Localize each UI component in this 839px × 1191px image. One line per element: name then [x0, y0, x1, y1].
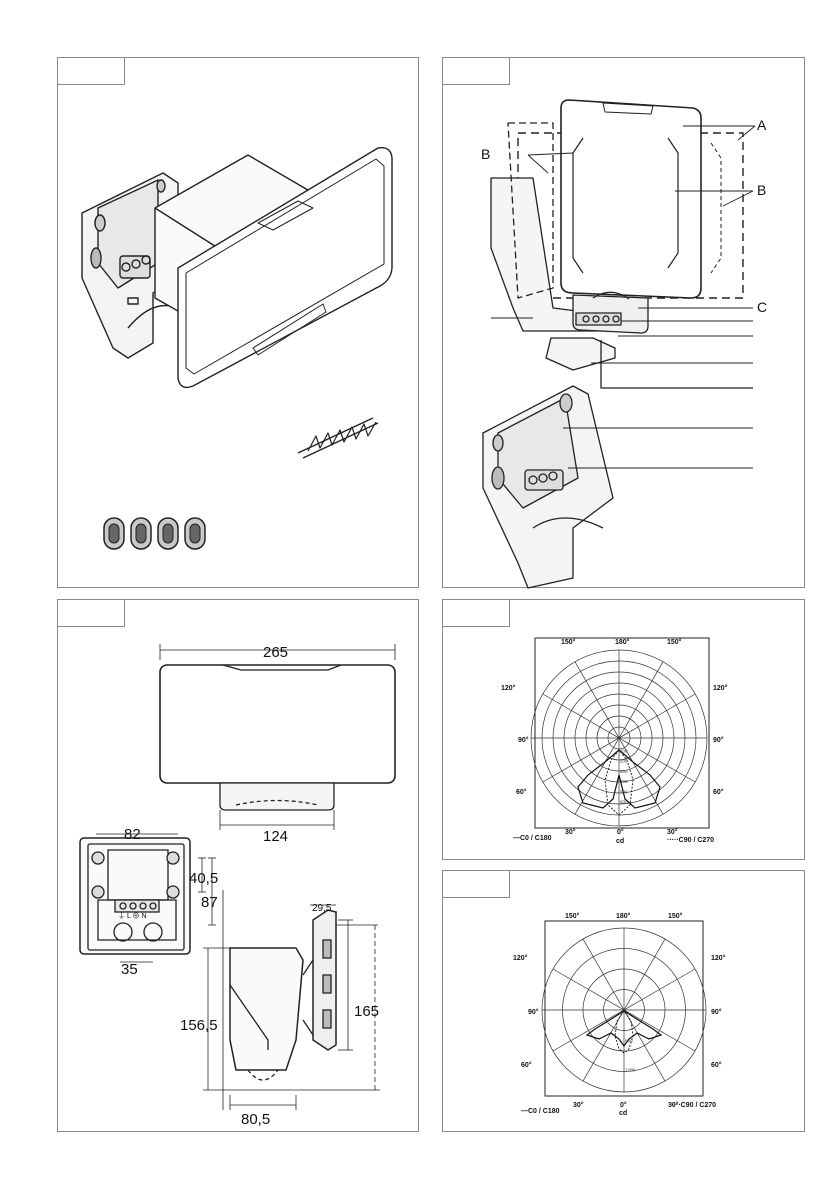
angle-0: 0° [620, 1101, 627, 1109]
dim-height-40: 40,5 [189, 870, 218, 887]
panel-polar-diagram-1: 150° 180° 150° 120° 120° 90° 90° 60° 60°… [442, 599, 805, 860]
angle-150-left: 150° [561, 638, 576, 646]
panel-product-overview [57, 57, 419, 588]
angle-60-right: 60° [711, 1061, 722, 1069]
angle-90-left: 90° [518, 736, 529, 744]
label-a: A [757, 117, 767, 133]
side-view-body [230, 948, 303, 1070]
legend-c0-c180: —C0 / C180 [513, 835, 552, 842]
angle-120-right: 120° [713, 684, 728, 692]
angle-0: 0° [617, 828, 624, 836]
label-b-left: B [481, 146, 490, 162]
dim-width-29: 29,5 [312, 903, 332, 914]
angle-60-left: 60° [521, 1061, 532, 1069]
polar-grid [531, 650, 707, 826]
unit-cd: cd [619, 1110, 627, 1117]
assembly-illustration: A B B C [443, 58, 806, 589]
polar-diagram-1: 150° 180° 150° 120° 120° 90° 90° 60° 60°… [443, 600, 806, 861]
front-view-panel [160, 665, 395, 783]
ring-value-label: 800 [625, 1039, 633, 1044]
angle-30-right: 30° [667, 828, 678, 836]
angle-120-left: 120° [501, 684, 516, 692]
legend-c0-c180: —C0 / C180 [521, 1108, 560, 1115]
angle-60-right: 60° [713, 788, 724, 796]
angle-30-left: 30° [565, 828, 576, 836]
ring-value-label: 500 [620, 789, 628, 794]
ring-value-label: 600 [620, 800, 628, 805]
angle-120-right: 120° [711, 954, 726, 962]
product-illustration [58, 58, 420, 589]
angle-120-left: 120° [513, 954, 528, 962]
front-light-panel [561, 100, 701, 298]
angle-90-right: 90° [713, 736, 724, 744]
ring-value-label: 400 [620, 779, 628, 784]
panel-dimensions: 265 124 82 40,5 87 35 29,5 156,5 165 80,… [57, 599, 419, 1132]
angle-90-left: 90° [528, 1008, 539, 1016]
legend-c90-c270: ·····C90 / C270 [667, 837, 714, 844]
angle-60-left: 60° [516, 788, 527, 796]
ring-value-label: 100 [620, 748, 628, 753]
dim-height-156: 156,5 [180, 1017, 218, 1034]
dim-width-80: 80,5 [241, 1111, 270, 1128]
ring-value-label: 300 [620, 769, 628, 774]
ring-values: 800 1200 [625, 1039, 636, 1073]
angle-180: 180° [615, 638, 630, 646]
panel-assembly: A B B C [442, 57, 805, 588]
polar-grid [542, 928, 706, 1092]
angle-150-left: 150° [565, 912, 580, 920]
label-b-right: B [757, 182, 766, 198]
angle-150-right: 150° [667, 638, 682, 646]
unit-cd: cd [616, 838, 624, 845]
dim-height-165: 165 [354, 1003, 379, 1020]
dim-width-35: 35 [121, 961, 138, 978]
mounting-bracket [546, 338, 615, 370]
mounting-screws [298, 418, 378, 458]
angle-180: 180° [616, 912, 631, 920]
angle-150-right: 150° [668, 912, 683, 920]
label-c: C [757, 299, 767, 315]
dim-width-124: 124 [263, 828, 288, 845]
dimension-drawing: 265 124 82 40,5 87 35 29,5 156,5 165 80,… [58, 600, 420, 1133]
ring-value-label: 1200 [625, 1067, 636, 1072]
dim-height-87: 87 [201, 894, 218, 911]
angle-30-left: 30° [573, 1101, 584, 1109]
angle-90-right: 90° [711, 1008, 722, 1016]
legend-c90-c270: ·····C90 / C270 [669, 1102, 716, 1109]
panel-polar-diagram-2: 150° 180° 150° 120° 120° 90° 90° 60° 60°… [442, 870, 805, 1132]
dim-width-82: 82 [124, 826, 141, 843]
terminal-markings: ⏚ L ⊕ N [118, 912, 147, 920]
polar-diagram-2: 150° 180° 150° 120° 120° 90° 90° 60° 60°… [443, 871, 806, 1133]
front-view-sensor [220, 783, 334, 810]
ring-value-label: 200 [620, 759, 628, 764]
dim-width-265: 265 [263, 644, 288, 661]
